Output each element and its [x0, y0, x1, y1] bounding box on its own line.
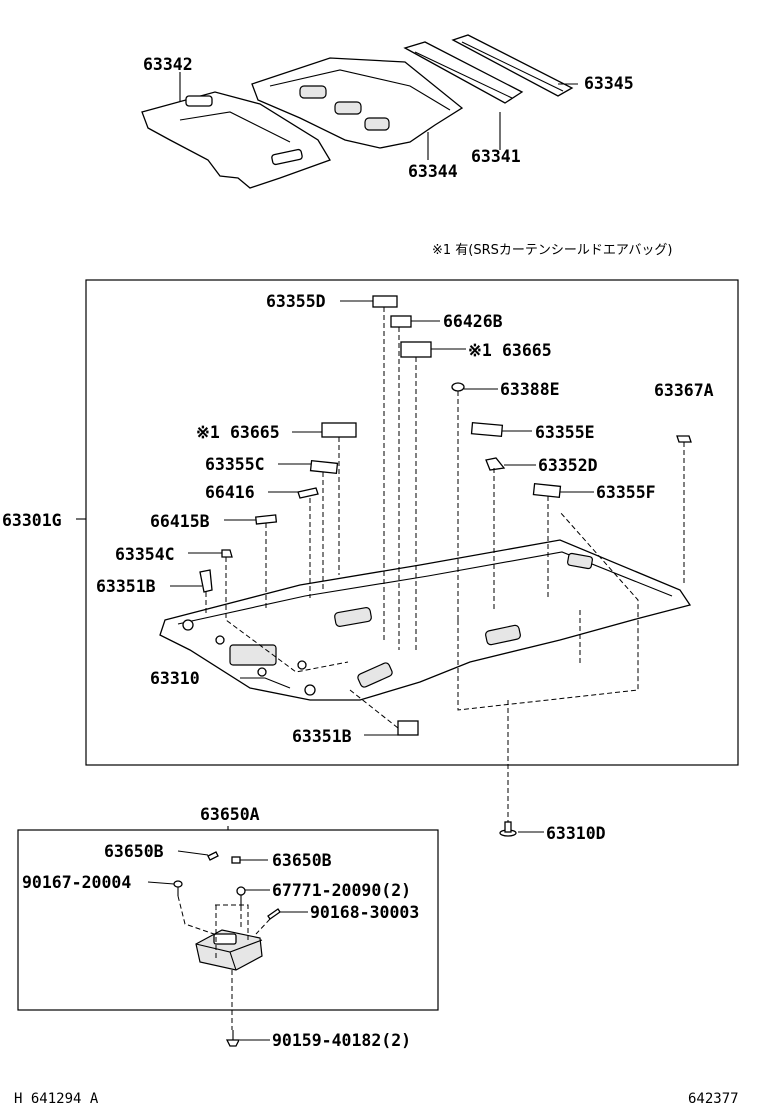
label-63345: 63345	[584, 74, 634, 93]
screw-90168	[267, 908, 281, 920]
part-66416	[297, 487, 319, 499]
part-66426B	[390, 315, 412, 328]
room-lamp-housing	[195, 929, 263, 971]
label-90167-20004: 90167-20004	[22, 873, 131, 892]
part-66415B	[255, 514, 278, 525]
label-90159-40182: 90159-40182(2)	[272, 1031, 411, 1050]
part-63388E	[451, 382, 465, 392]
part-63665-left	[321, 422, 357, 438]
part-63351B-bottom	[397, 720, 419, 736]
label-63341: 63341	[471, 147, 521, 166]
part-63355F	[532, 482, 562, 499]
label-63650B-right: 63650B	[272, 851, 332, 870]
footer-right-code: 642377	[688, 1091, 739, 1107]
part-63352D	[485, 457, 506, 471]
label-66416: 66416	[205, 483, 255, 502]
label-63310D: 63310D	[546, 824, 606, 843]
label-63665-top: 63665	[502, 341, 552, 360]
label-63301G: 63301G	[2, 511, 62, 530]
pad-63342	[141, 91, 331, 189]
pad-63345	[451, 34, 574, 97]
part-63650B-left	[207, 851, 219, 861]
label-66426B: 66426B	[443, 312, 503, 331]
part-63355E	[470, 422, 504, 437]
footer-left-code: H 641294 A	[14, 1091, 99, 1107]
label-63650A: 63650A	[200, 805, 260, 824]
label-63310: 63310	[150, 669, 200, 688]
part-63354C	[221, 549, 233, 558]
label-63342: 63342	[143, 55, 193, 74]
label-63351B-left: 63351B	[96, 577, 156, 596]
label-63650B-left: 63650B	[104, 842, 164, 861]
label-63355E: 63355E	[535, 423, 595, 442]
room-lamp-frame	[17, 829, 439, 1011]
label-63352D: 63352D	[538, 456, 598, 475]
label-67771-20090: 67771-20090(2)	[272, 881, 411, 900]
screw-90159	[225, 1030, 241, 1047]
part-63665-top	[400, 341, 432, 358]
label-63355F: 63355F	[596, 483, 656, 502]
headliner-assembly-frame	[85, 279, 739, 766]
part-63355D	[372, 295, 398, 308]
ref-mark-1-top: ※1	[468, 341, 492, 360]
pad-63344	[251, 57, 464, 149]
part-63351B-left	[199, 569, 213, 593]
label-63344: 63344	[408, 162, 458, 181]
label-63351B-bottom: 63351B	[292, 727, 352, 746]
screw-67771	[236, 886, 246, 906]
ref-mark-1-left: ※1	[196, 423, 220, 442]
part-63650B-right	[231, 856, 241, 864]
label-63665-left: 63665	[230, 423, 280, 442]
label-90168-30003: 90168-30003	[310, 903, 419, 922]
label-63388E: 63388E	[500, 380, 560, 399]
pad-63341	[403, 41, 524, 104]
label-63355D: 63355D	[266, 292, 326, 311]
srs-airbag-note: ※1 有(SRSカーテンシールドエアバッグ)	[432, 243, 672, 258]
label-66415B: 66415B	[150, 512, 210, 531]
label-63354C: 63354C	[115, 545, 175, 564]
headliner-63310	[159, 539, 692, 701]
clip-63310D	[499, 821, 517, 837]
label-63367A: 63367A	[654, 381, 714, 400]
screw-90167	[173, 880, 183, 896]
label-63355C: 63355C	[205, 455, 265, 474]
part-63367A	[676, 435, 692, 443]
part-63355C	[309, 459, 339, 475]
